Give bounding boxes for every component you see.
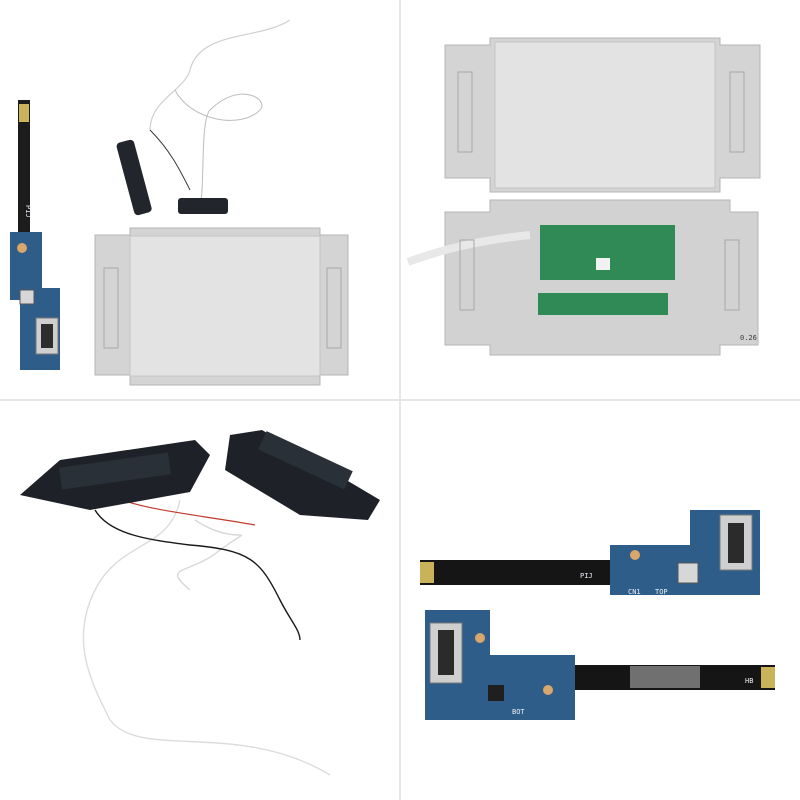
speaker-right	[178, 198, 228, 214]
speaker-wire-white	[149, 19, 291, 131]
mount-hole-icon	[17, 243, 27, 253]
bracket-stamp: 0.26	[740, 334, 757, 342]
panel-bottom-left	[0, 400, 400, 800]
speaker-right-grille	[258, 431, 353, 490]
touchpad-assembly-photo: PIJ	[10, 19, 349, 386]
speakers-photo	[20, 430, 380, 776]
ribbon-contacts	[19, 104, 29, 122]
cable-code-label: PIJ	[24, 205, 32, 218]
touchpad-flex-cable	[406, 231, 531, 266]
lower-mount-hole-icon-1	[475, 633, 485, 643]
front-slot-left	[457, 71, 473, 153]
speaker-wire-white-2	[82, 499, 331, 776]
speaker-wire-black	[94, 509, 301, 641]
front-slot-right	[729, 71, 745, 153]
speaker-left-grille	[59, 452, 171, 490]
bracket-slot-right	[326, 267, 342, 349]
lower-controller-chip	[488, 685, 504, 701]
power-boards-photo: PIJ CN1 TOP BOT HB	[420, 510, 775, 720]
connector-cn1-label: CN1	[628, 588, 641, 596]
touchpad-front-surface	[494, 41, 716, 189]
bracket-slot-left	[103, 267, 119, 349]
vertical-divider	[399, 0, 401, 800]
speaker-right-body	[225, 430, 380, 520]
panel-bottom-right: PIJ CN1 TOP BOT HB	[400, 400, 800, 800]
ribbon-cable	[18, 100, 30, 235]
power-button-switch	[19, 289, 35, 305]
back-slot-left	[459, 239, 475, 311]
lower-usb-opening	[438, 630, 454, 675]
touchpad-controller-pcb	[540, 225, 675, 280]
speaker-left	[116, 139, 152, 216]
upper-cable-code: PIJ	[580, 572, 593, 580]
upper-mount-hole-icon	[630, 550, 640, 560]
speaker-wire-white-1	[176, 519, 242, 591]
lower-ribbon-tape	[630, 666, 700, 688]
lower-mount-hole-icon-2	[543, 685, 553, 695]
board-mark-bot: BOT	[512, 708, 525, 716]
upper-usb-opening	[728, 523, 744, 563]
touchpad-surface	[129, 235, 321, 377]
touchpad-button-pcb	[538, 293, 668, 315]
upper-ribbon-contacts	[420, 562, 434, 583]
board-mark-top: TOP	[655, 588, 668, 596]
panel-top-left: PIJ	[0, 0, 400, 400]
panel-top-right: 0.26	[400, 0, 800, 400]
touchpad-connector	[596, 258, 610, 270]
lower-cable-code: HB	[745, 677, 753, 685]
speaker-wire-grey	[174, 89, 263, 206]
back-slot-right	[724, 239, 740, 311]
speaker-wire-black	[149, 129, 191, 191]
touchpad-front-back-photo: 0.26	[406, 37, 761, 356]
usb-port-opening	[41, 324, 53, 348]
upper-ribbon-cable	[420, 560, 620, 585]
lower-ribbon-contacts	[761, 667, 775, 688]
upper-power-switch	[677, 562, 699, 584]
